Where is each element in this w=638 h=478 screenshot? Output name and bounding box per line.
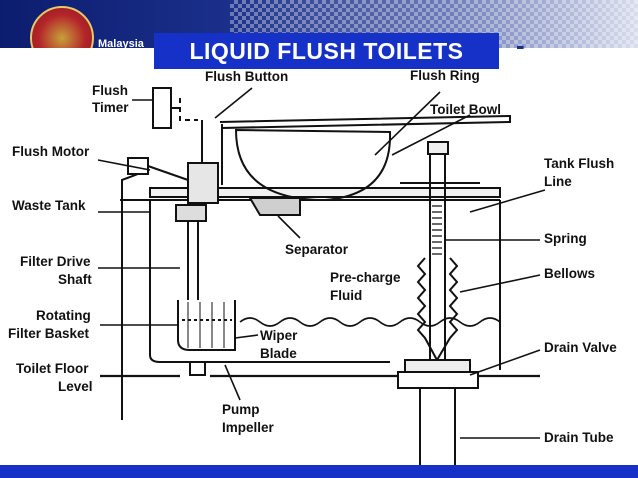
label-wiper-2: Blade: [260, 346, 297, 361]
label-pump-2: Impeller: [222, 420, 275, 435]
label-toilet-floor-1: Toilet Floor: [16, 361, 89, 376]
label-tank-flush-line-2: Line: [544, 174, 572, 189]
label-flush-timer-2: Timer: [92, 100, 129, 115]
title-dash: -: [516, 30, 525, 60]
label-waste-tank: Waste Tank: [12, 198, 86, 213]
label-flush-button: Flush Button: [205, 69, 288, 84]
label-toilet-floor-2: Level: [58, 379, 93, 394]
label-separator: Separator: [285, 242, 349, 257]
label-tank-flush-line-1: Tank Flush: [544, 156, 614, 171]
label-wiper-1: Wiper: [260, 328, 298, 343]
toilet-diagram: Flush Timer Flush Button Flush Ring Toil…: [8, 68, 617, 465]
slide-title: LIQUID FLUSH TOILETS: [154, 33, 499, 69]
slide-header: Malaysia: [0, 0, 638, 48]
label-rotating-1: Rotating: [36, 308, 91, 323]
label-flush-ring: Flush Ring: [410, 68, 480, 83]
label-bellows: Bellows: [544, 266, 595, 281]
label-filter-drive-2: Shaft: [58, 272, 92, 287]
label-drain-tube: Drain Tube: [544, 430, 614, 445]
label-pump-1: Pump: [222, 402, 260, 417]
label-flush-timer-1: Flush: [92, 83, 128, 98]
label-pre-charge-2: Fluid: [330, 288, 362, 303]
slide-footer-bar: [0, 465, 638, 478]
label-flush-motor: Flush Motor: [12, 144, 90, 159]
header-org-text: Malaysia: [98, 38, 144, 48]
university-logo-icon: [30, 6, 94, 48]
label-toilet-bowl: Toilet Bowl: [430, 102, 501, 117]
label-pre-charge-1: Pre-charge: [330, 270, 401, 285]
label-spring: Spring: [544, 231, 587, 246]
label-rotating-2: Filter Basket: [8, 326, 90, 341]
label-drain-valve: Drain Valve: [544, 340, 617, 355]
label-filter-drive-1: Filter Drive: [20, 254, 91, 269]
